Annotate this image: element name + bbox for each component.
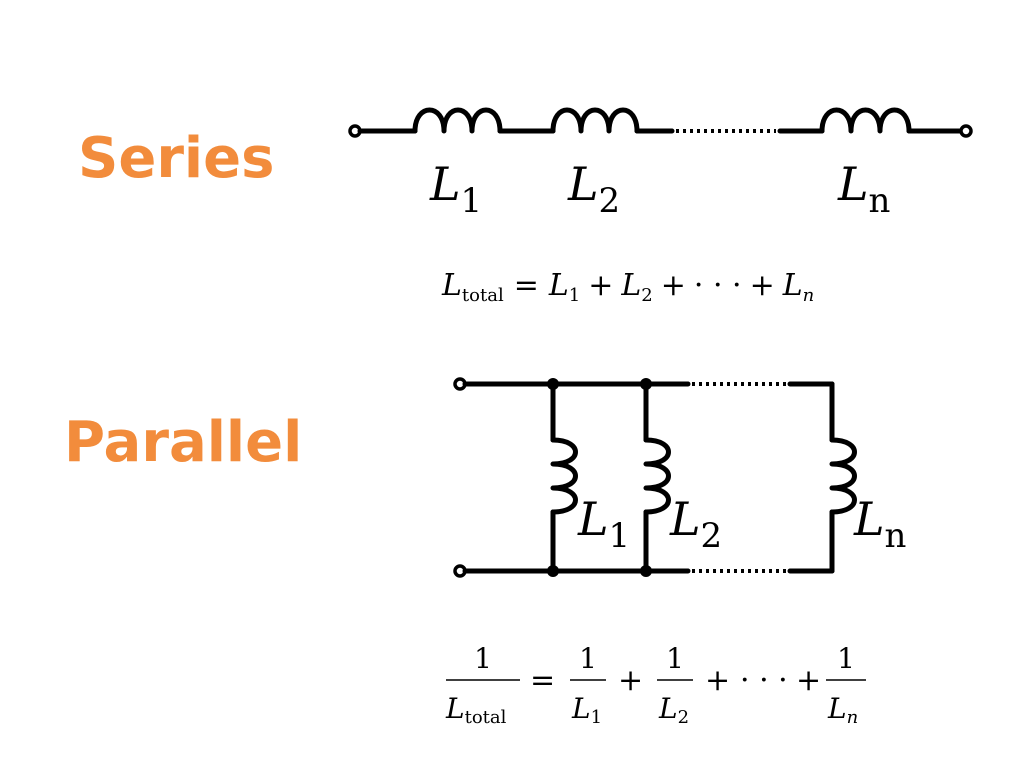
parallel-heading: Parallel [64,410,303,475]
parallel-inductor-coil-n [829,437,857,515]
junction-node [640,565,652,577]
junction-node [640,378,652,390]
fraction-denominator: L1 [571,692,602,728]
series-heading: Series [78,126,275,191]
parallel-formula: 1 Ltotal = 1 L1 + 1 L2 + · · · + 1 Ln [445,642,866,728]
parallel-label-l2: L2 [669,492,722,556]
formula-ellipsis: · · · [740,663,788,698]
formula-plus: + [705,663,730,698]
series-inductor-coil-2 [550,107,640,134]
formula-plus: + [796,663,821,698]
parallel-label-ln: Ln [853,492,906,556]
series-inductor-coil-1 [412,107,503,134]
fraction-numerator: 1 [666,642,684,675]
fraction-numerator: 1 [474,642,492,675]
fraction-denominator: L2 [658,692,689,728]
series-inductor-coil-n [819,107,912,134]
series-label-ln: Ln [837,157,890,221]
series-circuit: L1 L2 Ln [348,107,973,221]
formula-plus: + [618,663,643,698]
formula-equals: = [530,663,555,698]
parallel-inductor-coil-1 [550,437,578,515]
fraction-denominator: Ln [827,692,858,728]
parallel-circuit: L1 L2 Ln [453,377,906,578]
junction-node [547,378,559,390]
fraction-numerator: 1 [579,642,597,675]
parallel-inductor-coil-2 [643,437,671,515]
series-label-l1: L1 [429,157,482,221]
junction-node [547,565,559,577]
fraction-numerator: 1 [837,642,855,675]
parallel-label-l1: L1 [577,492,630,556]
series-terminal-right [959,124,973,138]
fraction-denominator: Ltotal [445,692,507,728]
series-formula: Ltotal=L1+L2+· · ·+Ln [441,268,814,306]
series-label-l2: L2 [567,157,620,221]
